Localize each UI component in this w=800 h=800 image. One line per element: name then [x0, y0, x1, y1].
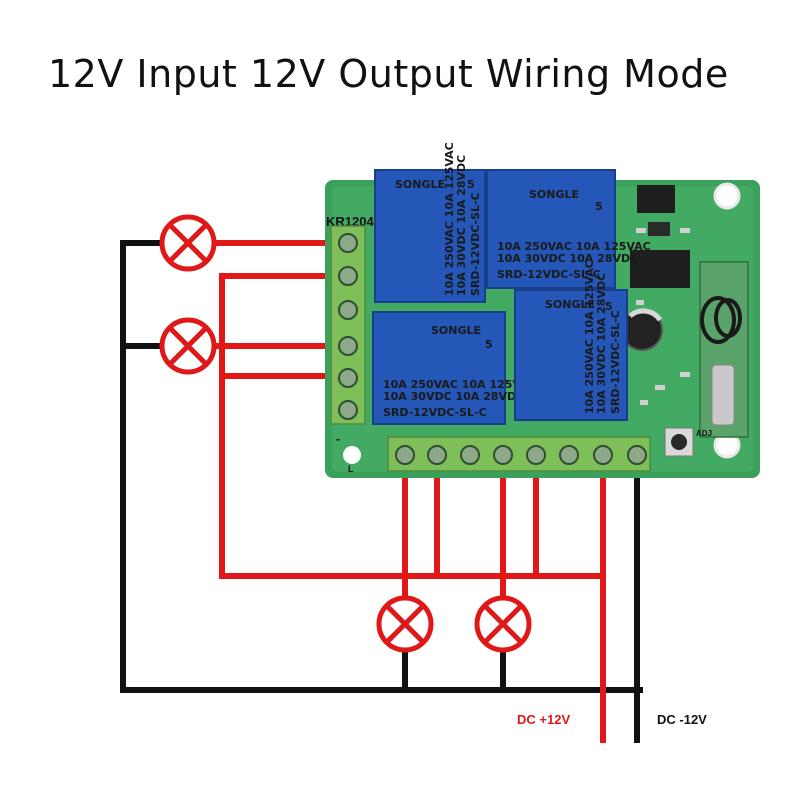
relay-board: KR1204 - L [325, 142, 760, 478]
mount-hole [713, 182, 741, 210]
lamp-icon [159, 317, 217, 375]
relay-brand: SONGLE [395, 178, 445, 191]
board-corner-mark: - [336, 432, 340, 446]
relay-model: SRD-12VDC-SL-C [609, 310, 622, 414]
ic-chip [630, 250, 690, 288]
ic-chip [637, 185, 675, 213]
screw-terminal-icon [338, 266, 358, 286]
screw-terminal-icon [427, 445, 447, 465]
screw-terminal-icon [526, 445, 546, 465]
left-negative-wire [120, 240, 643, 693]
dc-positive-label: DC +12V [517, 712, 570, 727]
screw-terminal-icon [338, 400, 358, 420]
antenna-coil-icon [700, 296, 742, 344]
relay-rating: 10A 250VAC 10A 125VAC [443, 142, 456, 296]
screw-terminal-icon [395, 445, 415, 465]
relay-icon: SONGLE 5 10A 250VAC 10A 125VAC 10A 30VDC… [372, 311, 537, 425]
screw-terminal-icon [559, 445, 579, 465]
screw-terminal-icon [460, 445, 480, 465]
left-common-wire-1 [219, 273, 408, 579]
relay-rating: 10A 250VAC 10A 125VAC [383, 378, 537, 391]
lamp-icon [474, 595, 532, 653]
mount-hole [343, 446, 361, 464]
screw-terminal-icon [338, 368, 358, 388]
relay-rating: 10A 30VDC 10A 28VDC [455, 155, 468, 296]
relay-rating: 10A 30VDC 10A 28VDC [497, 252, 638, 265]
diagram-title: 12V Input 12V Output Wiring Mode [48, 52, 729, 96]
board-corner-mark: L [348, 464, 354, 474]
relay-pin-count: 5 [467, 178, 475, 191]
relay-brand: SONGLE [431, 324, 481, 337]
relay-rating: 10A 250VAC 10A 125VAC [583, 260, 596, 414]
relay-icon: SONGLE 5 10A 250VAC 10A 125VAC 10A 30VDC… [486, 169, 651, 289]
bottom-terminal-screws [395, 445, 647, 465]
screw-terminal-icon [627, 445, 647, 465]
positive-wires [213, 240, 606, 743]
lamp-icon [376, 595, 434, 653]
relay-model: SRD-12VDC-SL-C [497, 268, 601, 281]
screw-terminal-icon [593, 445, 613, 465]
ic-chip [648, 222, 670, 236]
relay-pin-count: 5 [595, 200, 603, 213]
lamps [159, 214, 532, 653]
left-terminal-block [330, 225, 366, 425]
relay-icon: SONGLE 5 SRD-12VDC-SL-C 10A 30VDC 10A 28… [374, 142, 486, 303]
relay-rating: 10A 250VAC 10A 125VAC [497, 240, 651, 253]
screw-terminal-icon [338, 233, 358, 253]
relay-model: SRD-12VDC-SL-C [383, 406, 487, 419]
negative-wires [120, 240, 643, 743]
relay-pin-count: 5 [485, 338, 493, 351]
screw-terminal-icon [338, 336, 358, 356]
relay-rating: 10A 30VDC 10A 28VDC [595, 273, 608, 414]
crystal [711, 364, 735, 426]
dc-negative-label: DC -12V [657, 712, 707, 727]
relay-brand: SONGLE [545, 298, 595, 311]
screw-terminal-icon [338, 300, 358, 320]
screw-terminal-icon [493, 445, 513, 465]
relay-model: SRD-12VDC-SL-C [469, 192, 482, 296]
relay-pin-count: 5 [605, 300, 613, 313]
button-label: ADJ [696, 429, 712, 438]
lamp-icon [159, 214, 217, 272]
relay-icon: SONGLE 5 SRD-12VDC-SL-C 10A 30VDC 10A 28… [514, 260, 628, 421]
left-terminal-screws [338, 233, 358, 420]
relay-rating: 10A 30VDC 10A 28VDC [383, 390, 524, 403]
relay-brand: SONGLE [529, 188, 579, 201]
